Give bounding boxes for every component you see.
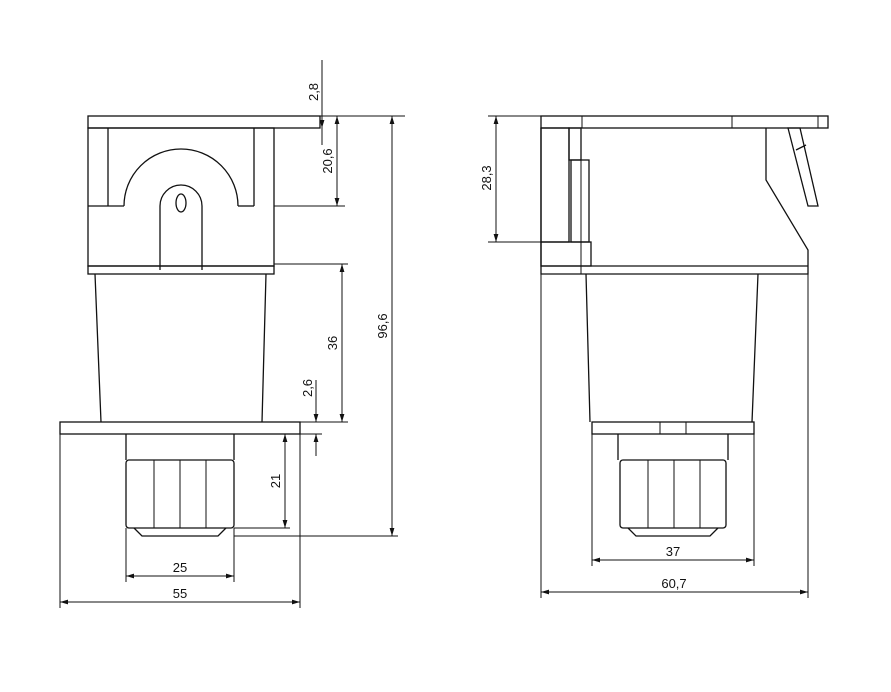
front-dimensions: 2,8 20,6 36 2,6 21 96,6 25 55 [59, 60, 405, 608]
side-dim-nut-width-label: 37 [666, 544, 680, 559]
dim-nut-height-label: 21 [268, 474, 283, 488]
dim-top-gap-label: 2,8 [306, 83, 321, 101]
dim-nut-width-label: 25 [173, 560, 187, 575]
side-dimensions: 28,3 37 60,7 [479, 115, 809, 598]
dim-flange-label: 2,6 [300, 379, 315, 397]
front-view [59, 115, 321, 537]
dim-body-height-label: 36 [325, 336, 340, 350]
dim-total-height-label: 96,6 [375, 313, 390, 338]
dim-flange-width-label: 55 [173, 586, 187, 601]
side-dim-total-width-label: 60,7 [661, 576, 686, 591]
side-dim-head-height-label: 28,3 [479, 165, 494, 190]
dim-head-height-label: 20,6 [320, 148, 335, 173]
side-view [540, 115, 829, 537]
